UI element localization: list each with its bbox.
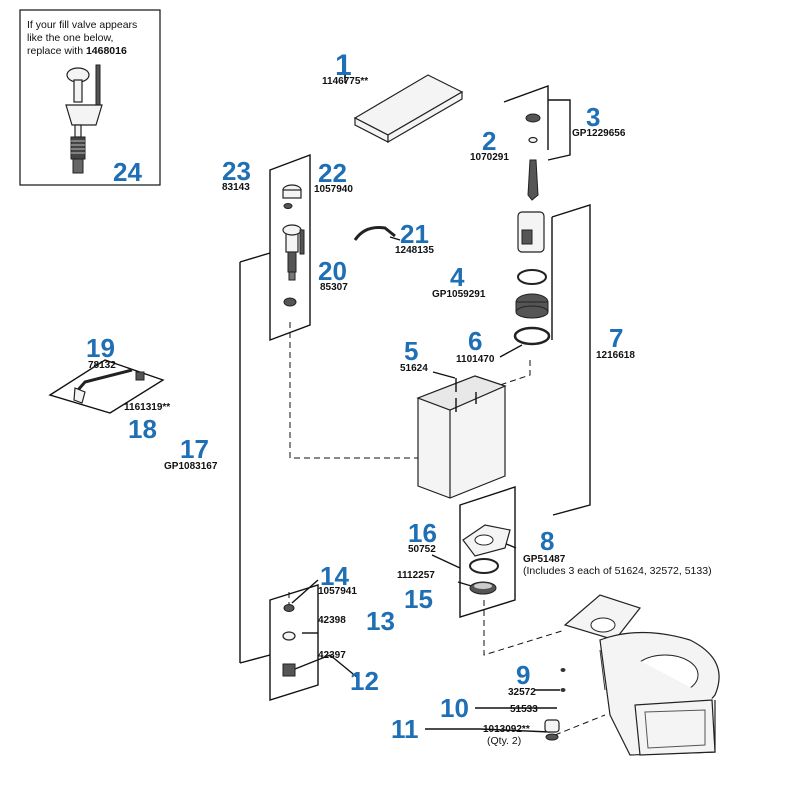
gasket-parts xyxy=(462,524,511,595)
callout-9-part: 32572 xyxy=(508,687,536,698)
callout-11-part: 1013092** xyxy=(483,724,530,735)
callout-4-number: 4 xyxy=(450,262,465,292)
callout-21-part: 1248135 xyxy=(395,245,434,256)
callout-24-number: 24 xyxy=(113,157,142,187)
callout-2-number: 2 xyxy=(482,126,496,156)
callouts: 1 1146775** 2 1070291 3 GP1229656 4 GP10… xyxy=(86,49,712,747)
toilet-bowl xyxy=(544,594,720,756)
callout-7-part: 1216618 xyxy=(596,350,635,361)
callout-8-note: (Includes 3 each of 51624, 32572, 5133) xyxy=(523,565,712,577)
dashed-assembly-lines xyxy=(288,322,606,736)
callout-6-part: 1101470 xyxy=(456,354,495,365)
callout-18-number: 18 xyxy=(128,414,157,444)
trip-lever xyxy=(73,368,145,404)
callout-4-part: GP1059291 xyxy=(432,289,486,300)
callout-17-number: 17 xyxy=(180,434,209,464)
callout-17-part: GP1083167 xyxy=(164,461,218,472)
callout-6-number: 6 xyxy=(468,326,482,356)
callout-14-number: 14 xyxy=(320,561,349,591)
flush-valve-parts xyxy=(513,113,551,346)
inset-line3: replace with 1468016 xyxy=(27,45,127,57)
callout-9-number: 9 xyxy=(516,660,530,690)
callout-5-part: 51624 xyxy=(400,363,428,374)
callout-21-number: 21 xyxy=(400,219,429,249)
fill-valve-parts xyxy=(282,184,305,307)
callout-11-note: (Qty. 2) xyxy=(487,735,521,747)
refill-tube xyxy=(353,226,396,241)
callout-20-part: 85307 xyxy=(320,282,348,293)
callout-19-part: 78132 xyxy=(88,360,116,371)
callout-13-part: 42398 xyxy=(318,615,346,626)
inset-fill-valve-icon xyxy=(65,64,103,174)
callout-22-part: 1057940 xyxy=(314,184,353,195)
callout-1-part: 1146775** xyxy=(322,76,368,87)
supply-parts xyxy=(282,604,296,677)
toilet-tank xyxy=(416,375,507,499)
callout-22-number: 22 xyxy=(318,158,347,188)
callout-23-part: 83143 xyxy=(222,182,250,193)
inset-box: If your fill valve appears like the one … xyxy=(19,9,161,187)
callout-23-number: 23 xyxy=(222,156,251,186)
callout-11-number: 11 xyxy=(391,714,419,744)
callout-8-number: 8 xyxy=(540,526,554,556)
callout-13-number: 13 xyxy=(366,606,395,636)
callout-20-number: 20 xyxy=(318,256,347,286)
callout-10-number: 10 xyxy=(440,693,469,723)
callout-7-number: 7 xyxy=(609,323,623,353)
callout-15-number: 15 xyxy=(404,584,433,614)
callout-5-number: 5 xyxy=(404,336,418,366)
inset-line1: If your fill valve appears xyxy=(27,19,137,31)
callout-16-part: 50752 xyxy=(408,544,436,555)
callout-18-part: 1161319** xyxy=(124,402,170,413)
callout-15-part: 1112257 xyxy=(397,570,435,581)
callout-12-number: 12 xyxy=(350,666,379,696)
callout-1-number: 1 xyxy=(335,49,352,82)
callout-3-number: 3 xyxy=(586,102,600,132)
callout-10-part: 51533 xyxy=(510,704,538,715)
callout-3-part: GP1229656 xyxy=(572,128,626,139)
callout-12-part: 42397 xyxy=(318,650,346,661)
callout-8-part: GP51487 xyxy=(523,554,566,565)
callout-16-number: 16 xyxy=(408,518,437,548)
tank-lid xyxy=(353,74,464,144)
callout-14-part: 1057941 xyxy=(318,586,357,597)
callout-19-number: 19 xyxy=(86,333,115,363)
inset-line2: like the one below, xyxy=(27,32,113,44)
callout-2-part: 1070291 xyxy=(470,152,509,163)
leader-lines xyxy=(48,70,591,733)
